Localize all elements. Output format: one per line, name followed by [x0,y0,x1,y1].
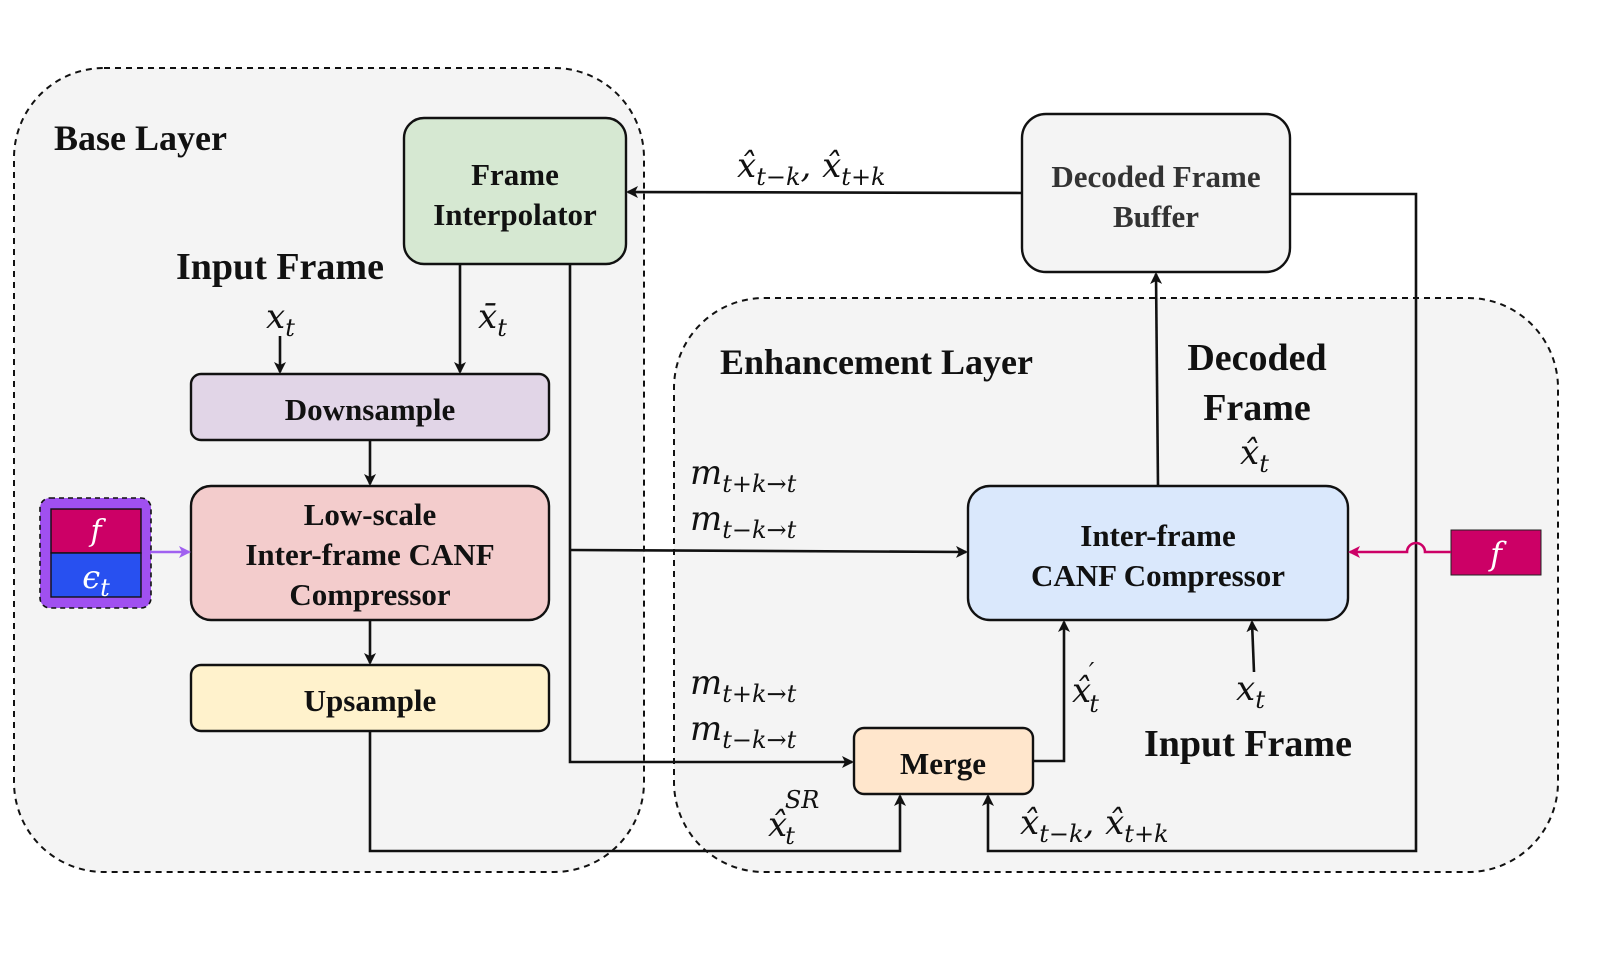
svg-text:Compressor: Compressor [289,577,451,612]
conditioning-block-left: f ϵt [39,497,152,609]
edge-input-to-compressor [1246,620,1259,673]
edge-interpolator-to-merge [568,264,854,768]
motion-top-line1: mt+k→t [690,453,797,498]
edge-interpolator-to-compressor [569,545,968,558]
decoded-frame-label: Decoded [1187,337,1326,379]
x-t-base-label: xt [266,297,295,342]
edge-compressor-to-buffer [1150,272,1163,487]
svg-text:Low-scale: Low-scale [304,497,437,532]
motion-bottom-line1: mt+k→t [690,663,797,708]
low-scale-compressor-node: Low-scale Inter-frame CANF Compressor [189,484,551,622]
input-frame-label-enh: Input Frame [1144,723,1352,765]
x-hat-refs-top-label: x̂t−k, x̂t+k [737,146,886,191]
conditioning-block-right: f [1450,529,1542,576]
edge-merge-to-compressor [1033,620,1070,763]
svg-text:Downsample: Downsample [285,392,456,427]
base-layer-title: Base Layer [54,118,227,158]
svg-text:Buffer: Buffer [1113,199,1199,234]
x-hat-prime-label: x̂t′ [1072,658,1099,718]
merge-node: Merge [852,726,1035,796]
x-hat-refs-bottom-label: x̂t−k, x̂t+k [1020,803,1169,848]
svg-text:Interpolator: Interpolator [433,197,597,232]
motion-bottom-line2: mt−k→t [690,709,797,754]
x-hat-sr-label: x̂tSR [768,786,819,850]
edge-f-to-compressor [1348,541,1451,558]
edge-buffer-to-interpolator [626,186,1023,199]
svg-text:Merge: Merge [900,746,986,781]
x-t-enh-label: xt [1236,669,1265,714]
svg-text:Inter-frame CANF: Inter-frame CANF [245,537,494,572]
svg-text:Inter-frame: Inter-frame [1080,518,1235,553]
decoded-frame-buffer-node: Decoded Frame Buffer [1020,112,1292,274]
svg-text:Decoded Frame: Decoded Frame [1051,159,1260,194]
frame-interpolator-node: Frame Interpolator [402,116,628,266]
svg-text:Frame: Frame [471,157,559,192]
x-hat-t-label: x̂t [1240,433,1269,478]
motion-top-line2: mt−k→t [690,499,797,544]
svg-text:Upsample: Upsample [304,683,437,718]
decoded-frame-label-line2: Frame [1203,387,1311,429]
x-bar-t-label: x̄t [478,297,507,342]
enhancement-layer-title: Enhancement Layer [720,342,1033,382]
upsample-node: Upsample [189,663,551,733]
epsilon-symbol: ϵt [82,558,110,602]
downsample-node: Downsample [189,372,551,442]
svg-text:CANF Compressor: CANF Compressor [1031,558,1285,593]
edge-buffer-to-merge [982,192,1418,853]
edge-upsample-to-merge [368,731,906,853]
inter-frame-compressor-node: Inter-frame CANF Compressor [966,484,1350,622]
input-frame-label-base: Input Frame [176,246,384,288]
